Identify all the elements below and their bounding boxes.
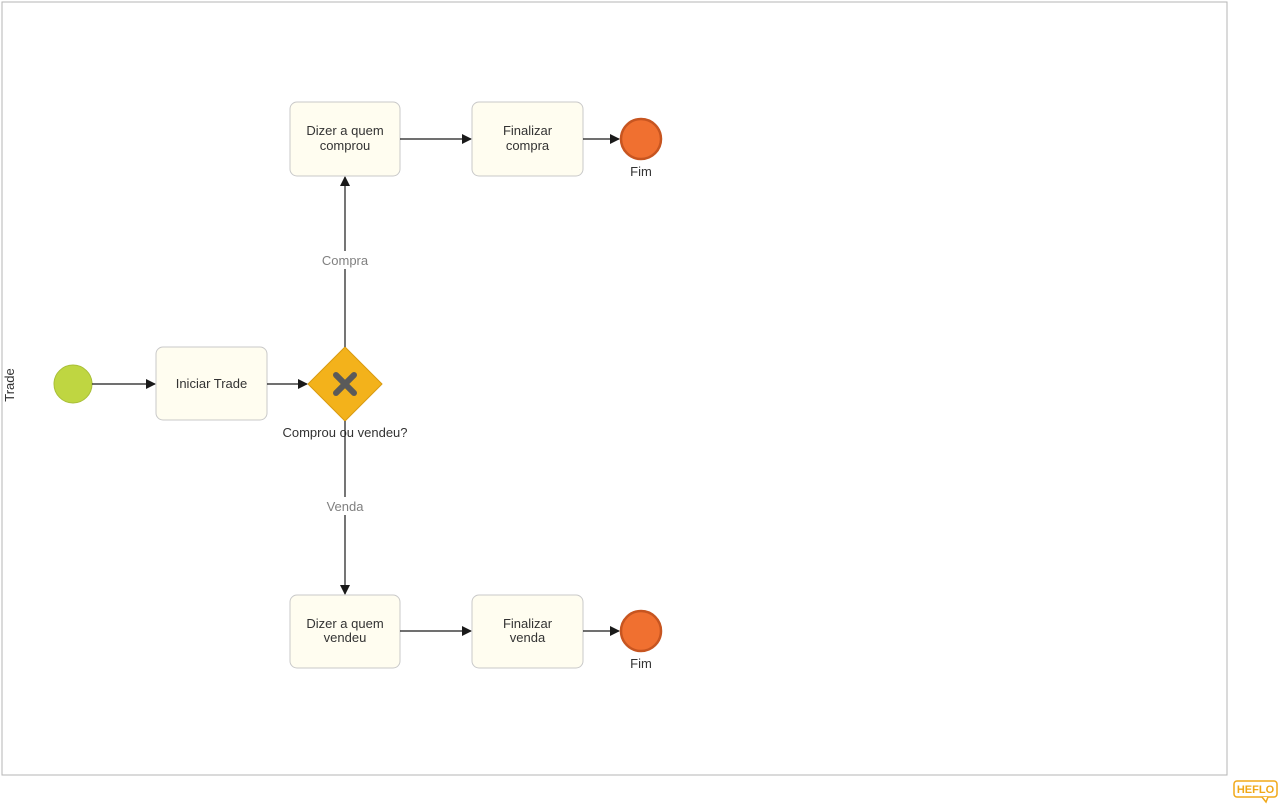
end-event-top[interactable] [619, 117, 663, 161]
exclusive-gateway[interactable] [307, 346, 383, 422]
task-start-trade-label: Iniciar Trade [176, 376, 248, 391]
task-finish-buy[interactable]: Finalizar compra [471, 101, 584, 177]
end-event-top-label: Fim [630, 164, 652, 179]
flow-label-sell: Venda [327, 499, 365, 514]
task-tell-bought-label-2: comprou [320, 138, 371, 153]
heflo-logo: HEFLO [1233, 780, 1278, 804]
task-tell-bought[interactable]: Dizer a quem comprou [289, 101, 401, 177]
task-tell-bought-label-1: Dizer a quem [306, 123, 383, 138]
task-tell-sold[interactable]: Dizer a quem vendeu [289, 594, 401, 669]
task-tell-sold-label-2: vendeu [324, 630, 367, 645]
lane-label[interactable]: Trade [2, 368, 17, 401]
task-finish-sell[interactable]: Finalizar venda [471, 594, 584, 669]
x-icon [333, 372, 357, 396]
start-event[interactable] [53, 364, 93, 404]
task-finish-sell-label-2: venda [510, 630, 546, 645]
end-event-bottom-label: Fim [630, 656, 652, 671]
task-finish-buy-label-2: compra [506, 138, 550, 153]
task-finish-sell-label-1: Finalizar [503, 616, 553, 631]
task-finish-buy-label-1: Finalizar [503, 123, 553, 138]
flow-label-buy: Compra [322, 253, 369, 268]
task-start-trade[interactable]: Iniciar Trade [155, 346, 268, 421]
task-tell-sold-label-1: Dizer a quem [306, 616, 383, 631]
heflo-logo-text: HEFLO [1237, 784, 1275, 796]
end-event-bottom[interactable] [619, 609, 663, 653]
